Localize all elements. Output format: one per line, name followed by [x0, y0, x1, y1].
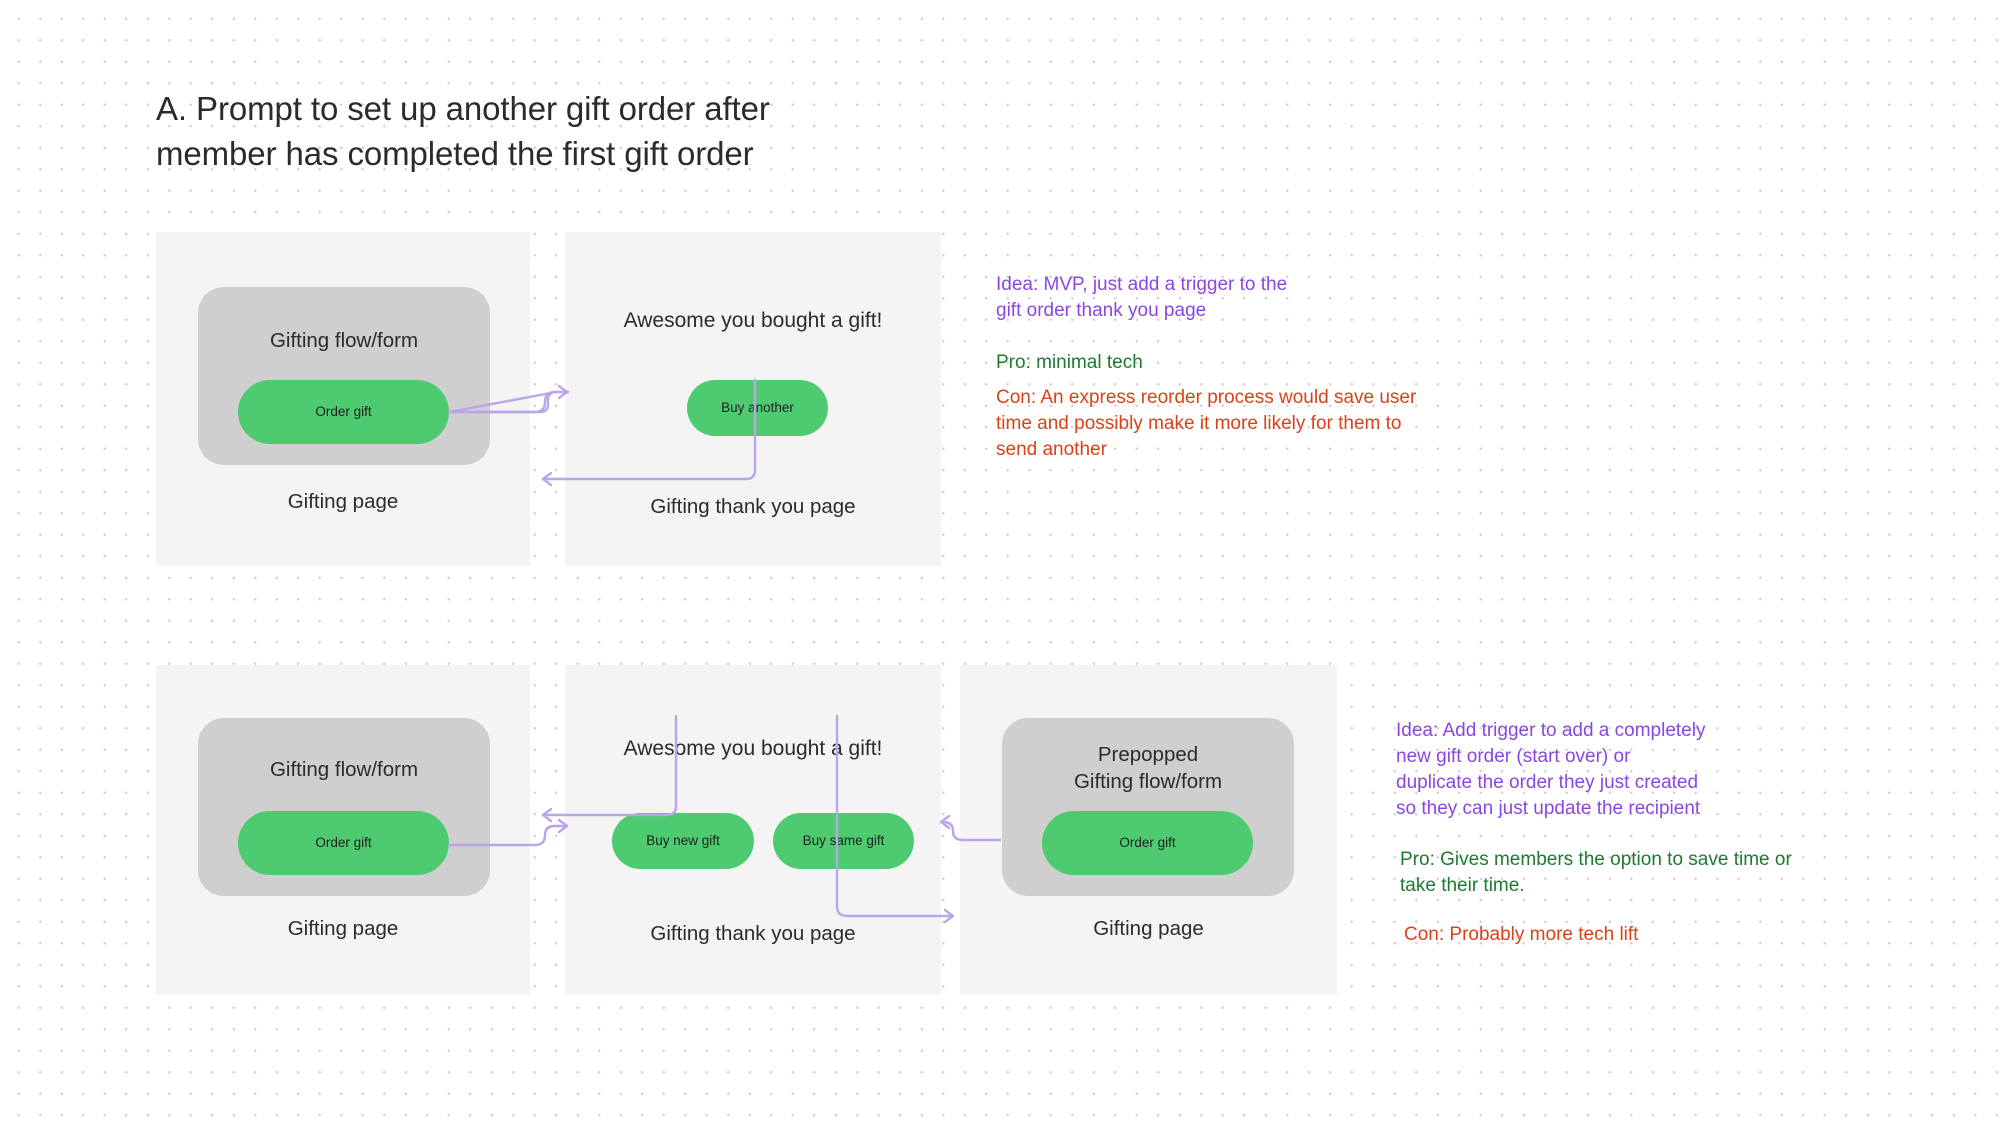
- arrowhead-prepopped-back: [939, 814, 951, 830]
- card-caption-thank-you-page: Gifting thank you page: [650, 495, 856, 518]
- card-prepopped-gifting-page: Prepopped Gifting flow/form Order gift G…: [960, 665, 1337, 995]
- prepopped-gifting-flow-form-label: Prepopped Gifting flow/form: [1073, 743, 1223, 793]
- buy-same-gift-button[interactable]: Buy same gift: [773, 813, 914, 869]
- annotation-con-row1: Con: An express reorder process would sa…: [996, 387, 1417, 460]
- order-gift-button[interactable]: Order gift: [238, 380, 449, 444]
- annotation-con-row2: Con: Probably more tech lift: [1404, 924, 1639, 945]
- page-title: A. Prompt to set up another gift order a…: [156, 90, 770, 172]
- arrowhead-to-prepopped: [943, 908, 955, 924]
- order-gift-button-row2[interactable]: Order gift: [238, 811, 449, 875]
- arrowhead-back-to-gifting-page: [541, 471, 553, 487]
- annotation-pro-row1: Pro: minimal tech: [996, 352, 1143, 373]
- arrowhead-buy-new-gift-back: [541, 807, 553, 823]
- thank-you-heading-row2: Awesome you bought a gift!: [623, 737, 883, 760]
- card-gifting-page-row1: Gifting flow/form Order gift Gifting pag…: [156, 232, 530, 566]
- annotation-row1: Idea: MVP, just add a trigger to the gif…: [996, 272, 1506, 463]
- gifting-flow-form-box: Gifting flow/form Order gift: [198, 287, 490, 465]
- card-caption-prepopped-gifting-page: Gifting page: [1093, 917, 1204, 940]
- gifting-flow-form-label-row2: Gifting flow/form: [269, 758, 419, 781]
- annotation-pro-row2: Pro: Gives members the option to save ti…: [1400, 849, 1792, 896]
- annotation-idea-row1: Idea: MVP, just add a trigger to the gif…: [996, 274, 1288, 321]
- order-gift-button-prepopped[interactable]: Order gift: [1042, 811, 1253, 875]
- buy-another-button[interactable]: Buy another: [687, 380, 828, 436]
- annotation-idea-row2: Idea: Add trigger to add a completely ne…: [1396, 720, 1706, 819]
- card-caption-gifting-page-row2: Gifting page: [287, 917, 399, 940]
- card-caption-gifting-page: Gifting page: [287, 490, 399, 513]
- prepopped-gifting-flow-form-box: Prepopped Gifting flow/form Order gift: [1002, 718, 1294, 896]
- card-gifting-page-row2: Gifting flow/form Order gift Gifting pag…: [156, 665, 530, 995]
- gifting-flow-form-box-row2: Gifting flow/form Order gift: [198, 718, 490, 896]
- annotation-row2: Idea: Add trigger to add a completely ne…: [1396, 718, 1886, 948]
- thank-you-heading: Awesome you bought a gift!: [623, 309, 883, 332]
- buy-new-gift-button[interactable]: Buy new gift: [612, 813, 754, 869]
- gifting-flow-form-label: Gifting flow/form: [269, 329, 419, 352]
- card-gifting-thank-you-row2: Awesome you bought a gift! Buy new gift …: [565, 665, 941, 995]
- card-caption-thank-you-page-row2: Gifting thank you page: [650, 922, 856, 945]
- card-gifting-thank-you-row1: Awesome you bought a gift! Buy another G…: [565, 232, 941, 566]
